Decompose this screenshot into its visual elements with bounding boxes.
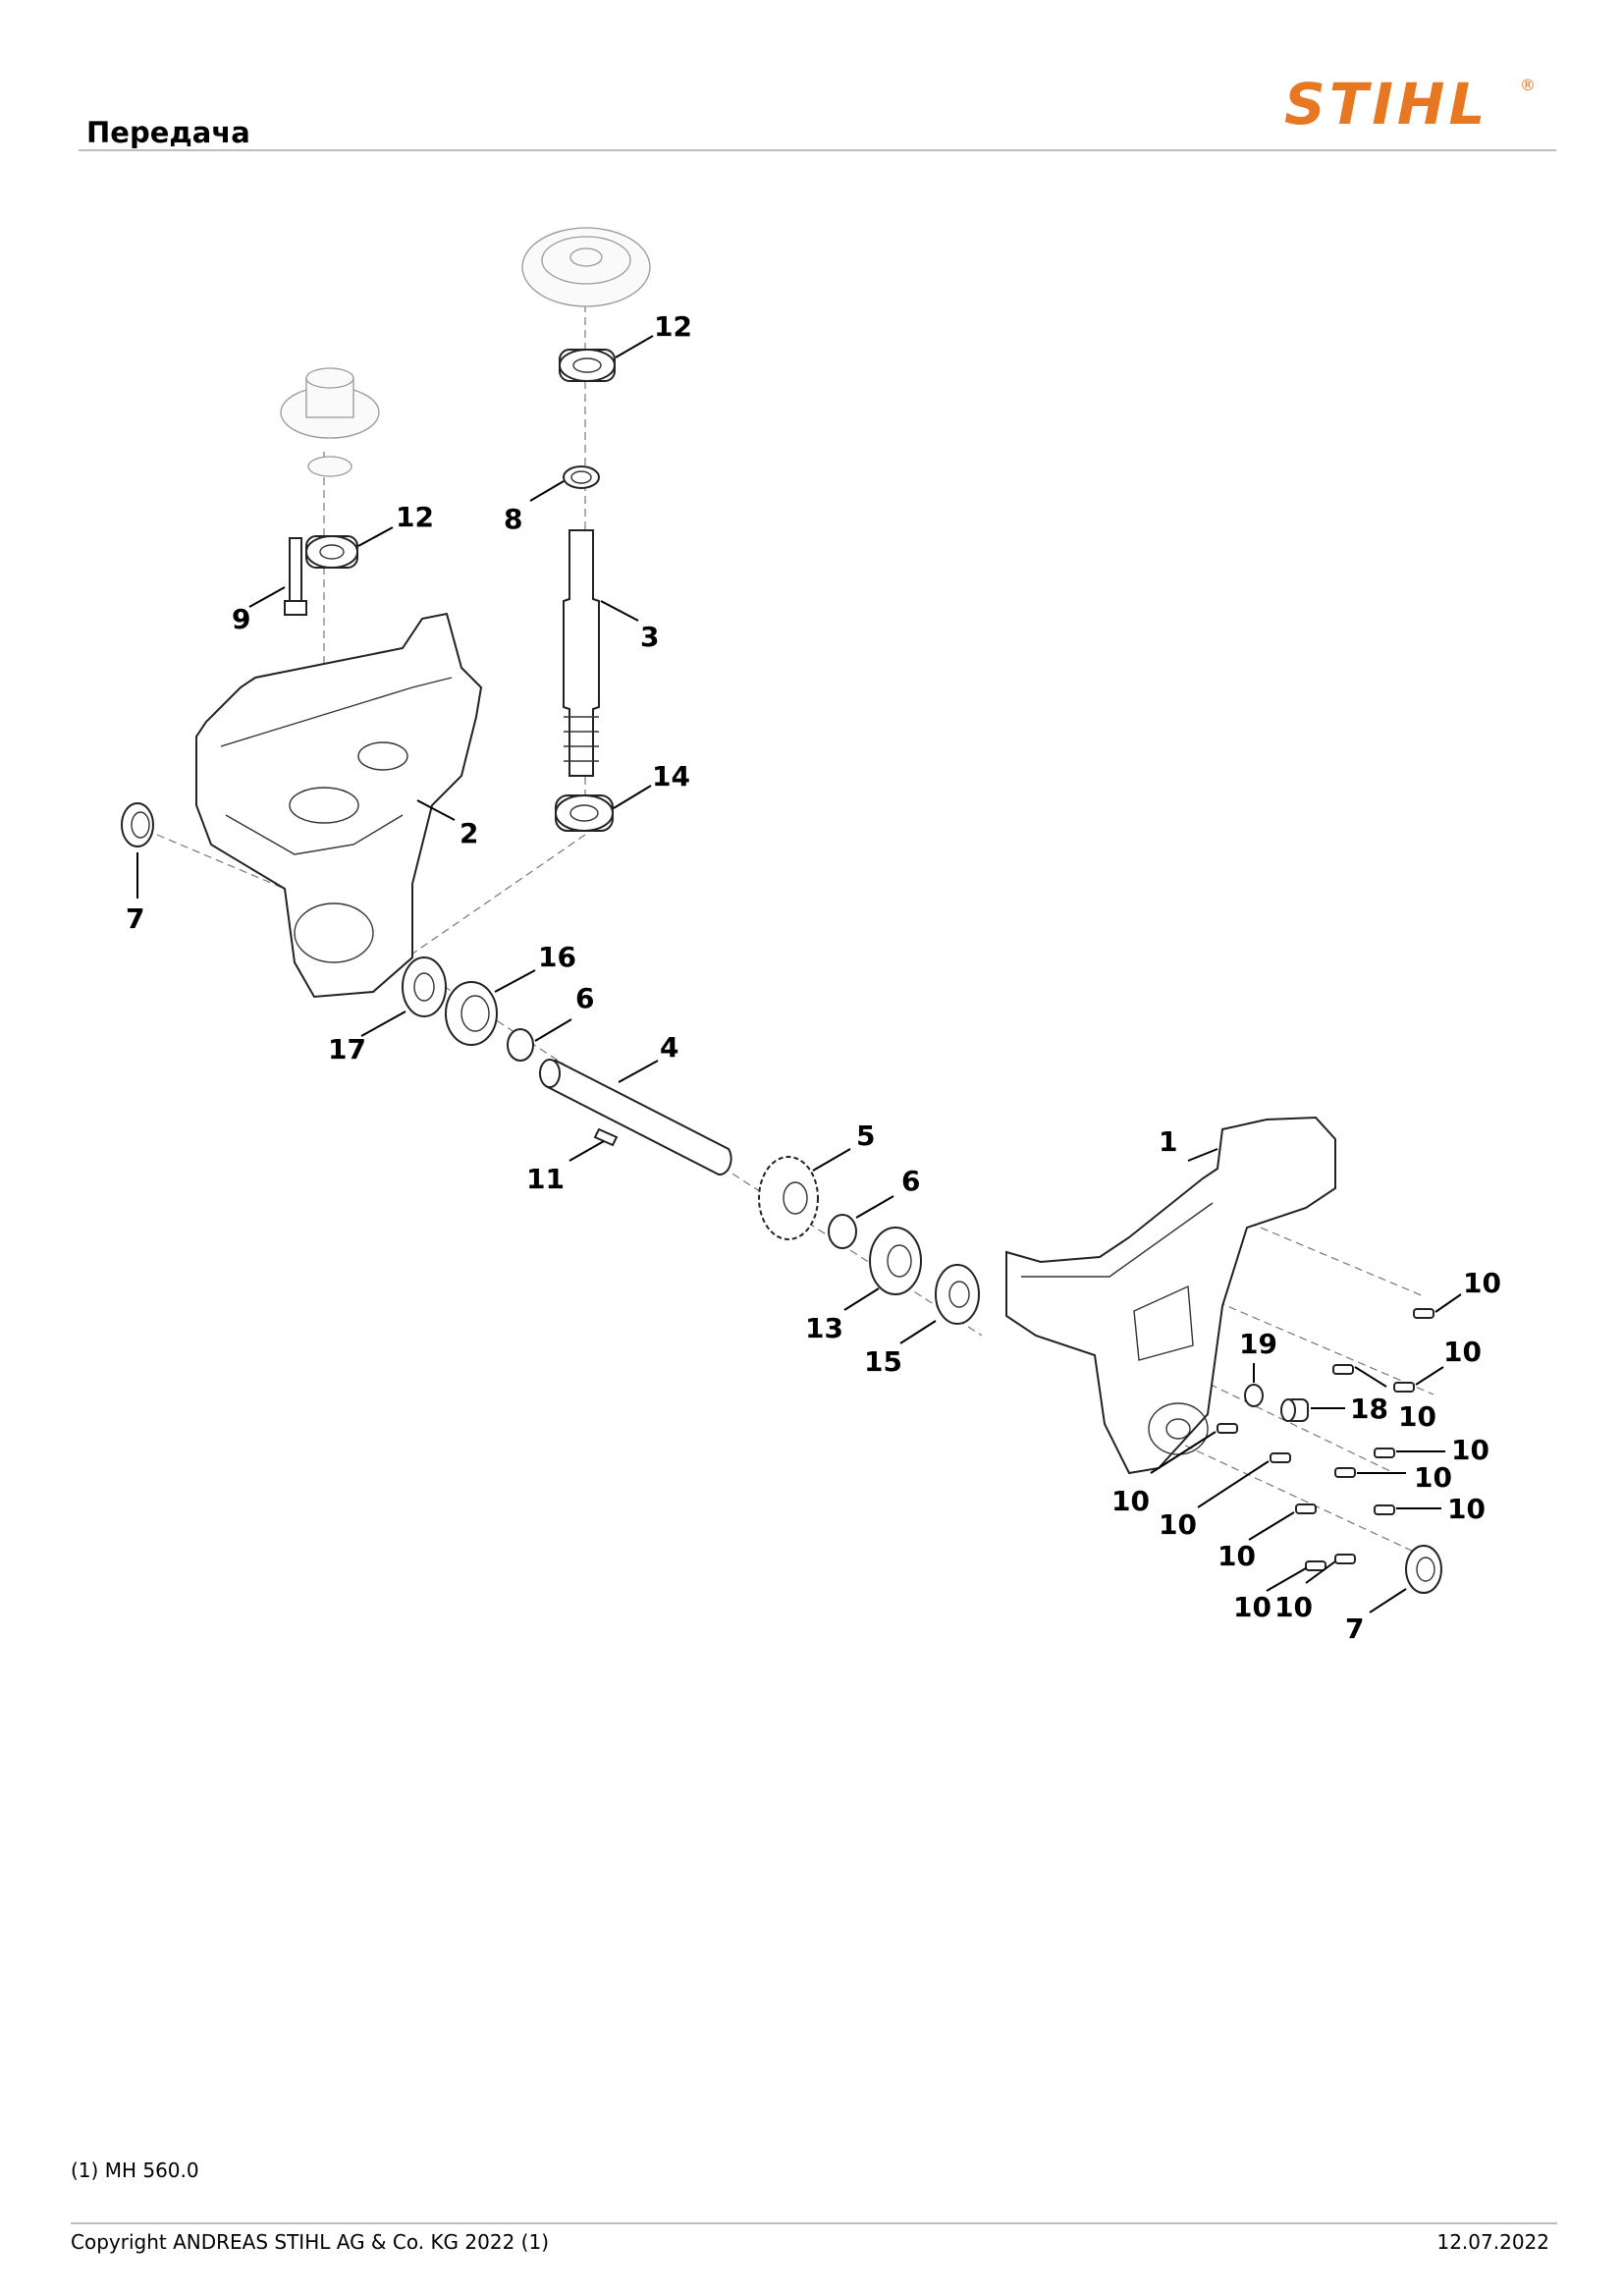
callout-14: 14 [652,760,690,793]
callout-8: 8 [504,503,522,535]
callout-12-upper: 12 [654,310,692,343]
model-note: (1) MH 560.0 [71,2159,199,2182]
seal-7-left [121,802,154,847]
bolt-9 [284,537,307,616]
callout-7-right: 7 [1345,1613,1364,1645]
bearing-16 [445,981,498,1046]
ring-8 [563,465,600,489]
spur-gear-5 [758,1156,819,1240]
footer-divider [71,2222,1557,2224]
logo-wordmark: STIHL [1284,71,1488,137]
ring-6-left [507,1028,534,1062]
stihl-logo: STIHL ® [1284,71,1536,137]
seal-7-right [1405,1545,1442,1594]
output-shaft-4 [539,1059,732,1176]
upper-gear-reference [521,227,651,307]
callout-4: 4 [660,1031,678,1064]
callout-5: 5 [856,1120,875,1152]
plug-18 [1280,1398,1309,1422]
callout-10-j: 10 [1233,1591,1271,1623]
callout-17: 17 [328,1033,366,1066]
key-11 [593,1127,619,1147]
bearing-12-upper [559,349,616,382]
callout-10-c: 10 [1398,1400,1436,1433]
callout-10-d: 10 [1451,1434,1489,1466]
callout-10-g: 10 [1111,1485,1150,1517]
page-title: Передача [86,116,250,149]
copyright-text: Copyright ANDREAS STIHL AG & Co. KG 2022… [71,2230,550,2254]
drive-cone-reference [280,367,380,477]
screws-10 [1217,1308,1434,1571]
callout-10-k: 10 [1274,1591,1313,1623]
callout-10-b: 10 [1443,1336,1482,1368]
callout-15: 15 [864,1345,902,1378]
document-date: 12.07.2022 [1436,2230,1549,2254]
callout-6-right: 6 [901,1165,920,1197]
callout-12-left: 12 [396,501,434,533]
callout-19: 19 [1239,1328,1277,1360]
bearing-12-left [305,535,358,569]
callout-10-e: 10 [1414,1461,1452,1494]
bearing-14 [555,794,614,832]
header-divider [79,149,1556,151]
callout-10-h: 10 [1159,1508,1197,1541]
washer-17 [402,957,447,1017]
callout-11: 11 [526,1163,565,1195]
callout-9: 9 [232,603,250,635]
callout-3: 3 [640,621,659,653]
leader-lines [136,335,1462,1613]
callout-13: 13 [805,1312,843,1344]
gear-housing-left-2 [195,612,483,999]
callout-2: 2 [460,817,478,849]
callout-6-left: 6 [575,982,594,1014]
o-ring-19 [1244,1384,1264,1407]
callout-16: 16 [538,941,576,973]
callout-10-i: 10 [1217,1540,1256,1572]
ring-6-right [828,1214,857,1249]
worm-shaft-3 [563,529,600,777]
callout-10-f: 10 [1447,1493,1486,1525]
callout-18: 18 [1350,1393,1388,1425]
callout-1: 1 [1159,1125,1177,1158]
callout-10-a: 10 [1463,1267,1501,1299]
logo-registered-mark: ® [1520,76,1536,94]
callout-7-left: 7 [126,902,144,935]
washer-15 [935,1264,980,1325]
bearing-13 [869,1227,922,1295]
callout-labels: 12 8 3 14 12 9 2 7 17 16 6 4 11 5 6 13 1… [126,310,1501,1645]
